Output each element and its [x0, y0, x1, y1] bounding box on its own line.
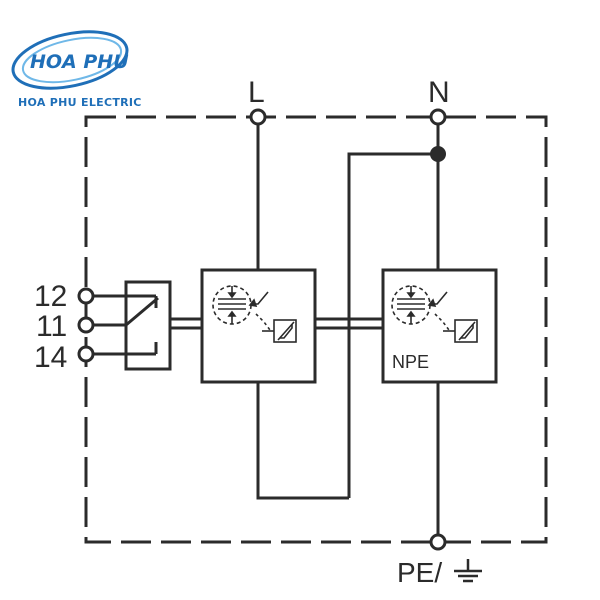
wire-return-loop [256, 382, 349, 500]
wire-n-branch [347, 152, 438, 498]
contact-terminal-12 [77, 287, 95, 305]
ground-symbol-icon [454, 559, 482, 583]
spark-gap-icon [391, 285, 450, 331]
terminal-pe [429, 533, 447, 551]
wires [170, 124, 440, 535]
terminal-label-n: N [428, 76, 450, 109]
varistor-icon [443, 319, 478, 343]
remote-contact-block: 12 11 14 [34, 280, 172, 374]
terminal-n [429, 108, 447, 126]
contact-switch-arm [125, 296, 159, 327]
contact-housing [124, 280, 172, 371]
contact-label-14: 14 [34, 341, 67, 374]
logo-company-name: HOA PHU ELECTRIC [18, 96, 142, 109]
junction-dot [430, 146, 446, 162]
module-left-box [200, 268, 317, 384]
thermal-disconnector-icon [212, 285, 271, 331]
contact-label-11: 11 [36, 310, 67, 343]
terminal-label-pe: PE/ [397, 557, 442, 588]
contact-label-12: 12 [34, 280, 67, 313]
varistor-icon [262, 319, 297, 343]
logo-swoosh-inner [21, 36, 123, 84]
logo-swoosh-outer [11, 30, 129, 90]
company-logo: HOA PHU HOA PHU ELECTRIC [11, 30, 142, 109]
terminal-label-l: L [248, 76, 265, 109]
logo-wordmark: HOA PHU [30, 51, 129, 73]
enclosure-boundary [84, 115, 548, 544]
protection-module-left [200, 268, 317, 384]
contact-terminal-14 [77, 345, 95, 363]
module-right-label: NPE [392, 352, 429, 372]
terminal-l [249, 108, 267, 126]
contact-terminal-11 [77, 316, 95, 334]
protection-module-right: NPE [381, 268, 498, 384]
pe-label-group: PE/ [397, 557, 482, 588]
